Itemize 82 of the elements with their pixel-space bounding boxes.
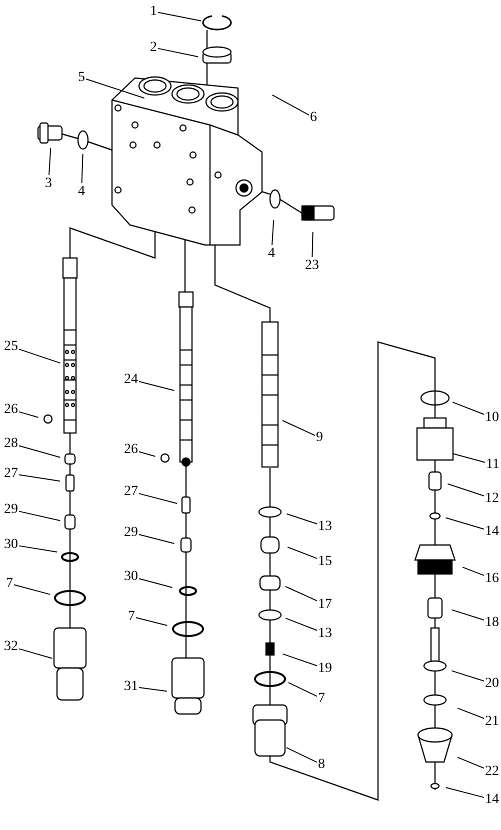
leader-line	[282, 420, 316, 436]
callout-number: 18	[485, 615, 499, 630]
callout-number: 2	[150, 40, 157, 55]
callout-number: 10	[485, 410, 499, 425]
callout-number: 32	[4, 639, 18, 654]
leader-line	[445, 517, 484, 530]
leader-line	[48, 148, 52, 176]
leader-line	[18, 445, 61, 458]
callout-number: 27	[124, 484, 138, 499]
leader-line	[452, 402, 484, 415]
callout-number: 15	[318, 554, 332, 569]
leader-line	[287, 546, 318, 559]
callout-number: 8	[318, 757, 325, 772]
leader-line	[462, 566, 484, 576]
callout-number: 19	[318, 661, 332, 676]
callout-number: 28	[4, 436, 18, 451]
callout-number: 31	[124, 679, 138, 694]
leader-line	[18, 510, 61, 522]
callout-number: 14	[485, 792, 499, 807]
callout-number: 26	[124, 442, 138, 457]
leader-line	[138, 687, 168, 692]
leader-line	[457, 756, 484, 769]
callout-number: 7	[128, 609, 135, 624]
callout-number: 26	[4, 402, 18, 417]
leader-line	[18, 411, 39, 418]
leader-line	[158, 48, 199, 58]
callout-number: 4	[268, 246, 275, 261]
callout-number: 13	[318, 626, 332, 641]
callout-number: 13	[318, 519, 332, 534]
callout-number: 30	[4, 537, 18, 552]
leader-line	[138, 493, 178, 504]
leader-line	[451, 609, 484, 620]
leader-line	[18, 545, 58, 553]
callout-number: 9	[316, 430, 323, 445]
callout-number: 23	[305, 258, 319, 273]
leader-line	[286, 747, 318, 763]
callout-number: 6	[310, 110, 317, 125]
callout-number: 24	[124, 372, 138, 387]
leader-line	[86, 78, 145, 99]
leader-line	[457, 708, 484, 719]
callout-number: 4	[78, 184, 85, 199]
leader-line	[286, 513, 318, 524]
callout-number: 27	[4, 466, 18, 481]
leader-line	[138, 451, 156, 457]
callout-number: 17	[318, 597, 332, 612]
leader-line	[447, 483, 484, 496]
leader-line	[452, 453, 486, 463]
leader-line	[312, 232, 314, 258]
callout-number: 1	[150, 4, 157, 19]
leader-line	[272, 220, 274, 246]
callout-number: 30	[124, 569, 138, 584]
leader-line	[288, 682, 318, 697]
callout-number: 25	[4, 339, 18, 354]
callout-number: 20	[485, 676, 499, 691]
leader-line	[18, 648, 53, 659]
leader-line	[18, 348, 61, 364]
callout-number: 16	[485, 571, 499, 586]
callout-number: 29	[4, 502, 18, 517]
leader-line	[136, 617, 168, 626]
leader-line	[138, 381, 175, 392]
leader-line	[81, 154, 84, 184]
callout-number: 22	[485, 764, 499, 779]
callout-number: 7	[318, 691, 325, 706]
callout-number: 5	[78, 70, 85, 85]
leader-line	[18, 474, 61, 482]
leader-line	[285, 618, 318, 631]
leader-line	[138, 578, 173, 588]
leader-line	[14, 584, 51, 595]
leader-line	[272, 94, 310, 116]
leader-line	[138, 534, 175, 544]
leader-line	[284, 586, 318, 602]
callout-number: 14	[485, 524, 499, 539]
leader-line	[445, 787, 484, 798]
callout-number: 3	[45, 176, 52, 191]
leader-line	[158, 12, 202, 22]
callout-number: 29	[124, 525, 138, 540]
callout-number: 12	[485, 491, 499, 506]
leader-line	[451, 670, 484, 682]
callout-number: 7	[6, 576, 13, 591]
callout-number: 11	[486, 457, 500, 472]
leader-line	[282, 653, 318, 666]
callout-number: 21	[485, 714, 499, 729]
